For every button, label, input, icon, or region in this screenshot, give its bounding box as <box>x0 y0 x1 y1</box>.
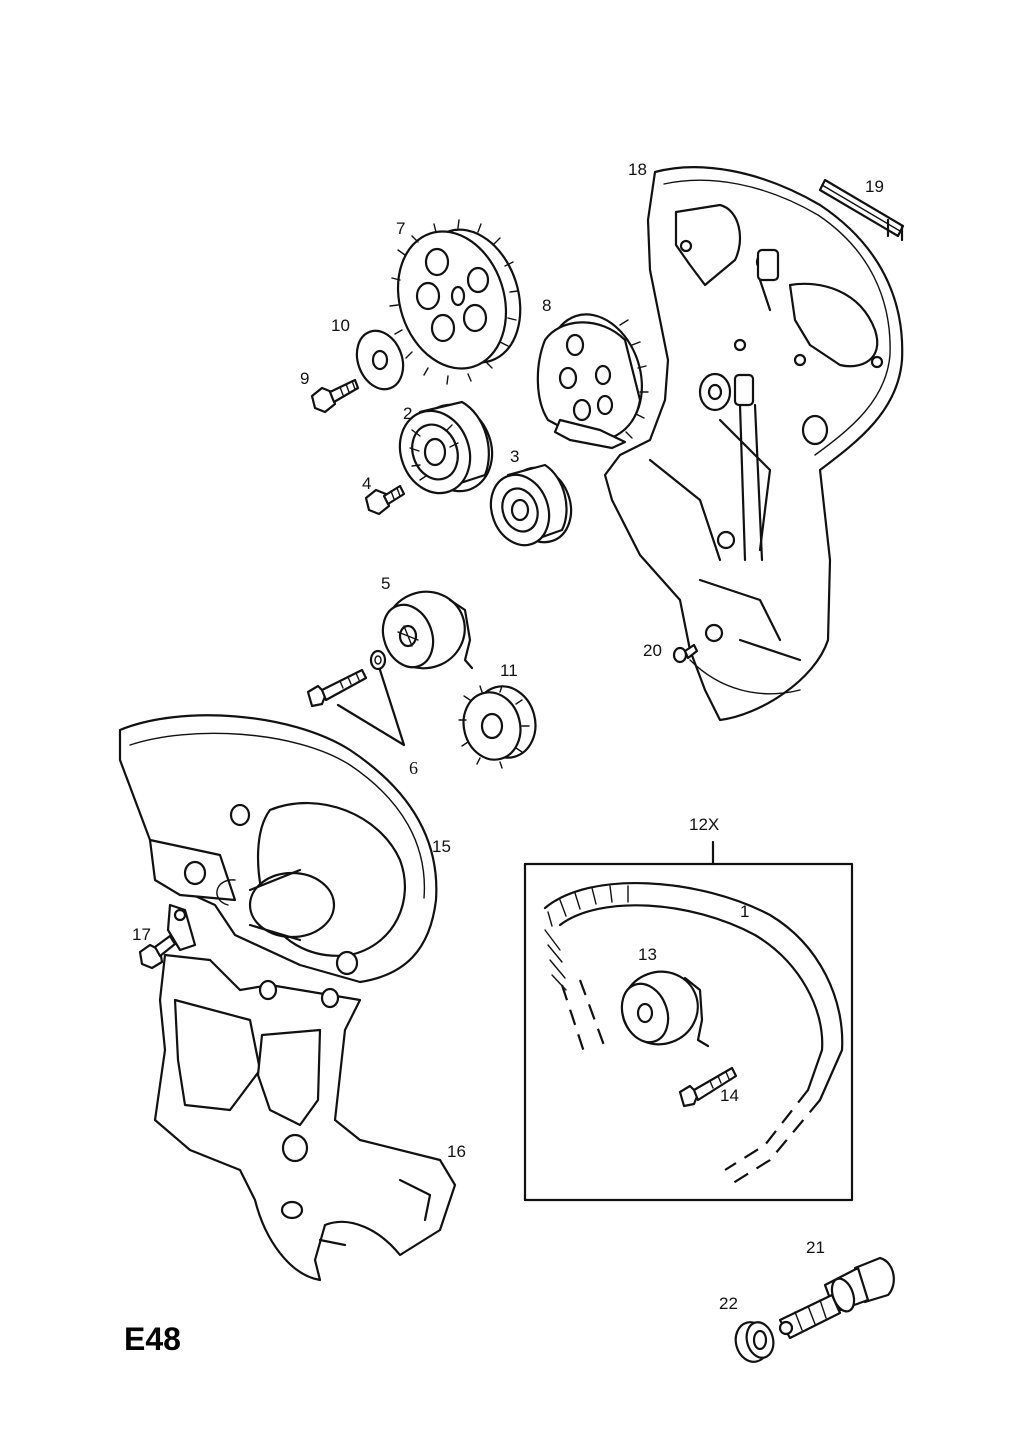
callout-21: 21 <box>806 1238 825 1257</box>
callout-19: 19 <box>865 177 884 196</box>
part-4-bolt <box>364 484 406 516</box>
part-21-sensor <box>778 1256 895 1340</box>
part-1-timing-belt <box>543 882 844 1186</box>
part-22-seal-ring <box>734 1321 775 1363</box>
callout-17: 17 <box>132 925 151 944</box>
page-code-label: E48 <box>124 1321 181 1357</box>
part-9-bolt <box>310 378 360 414</box>
callout-14: 14 <box>720 1086 739 1105</box>
part-19-seal-strip <box>818 178 905 242</box>
part-17-bolt <box>138 934 177 970</box>
callout-12x: 12X <box>689 815 719 834</box>
kit-12x-box <box>523 840 854 1202</box>
part-2-idler-pulley <box>398 400 494 495</box>
callout-2: 2 <box>403 404 412 423</box>
callout-18: 18 <box>628 160 647 179</box>
callout-7: 7 <box>396 219 405 238</box>
callout-8: 8 <box>542 296 551 315</box>
part-20-bolt <box>672 643 699 664</box>
part-14-bolt <box>678 1066 738 1108</box>
part-15-front-cover <box>118 714 438 984</box>
part-13-tensioner <box>620 970 710 1048</box>
callout-11: 11 <box>500 661 518 680</box>
callout-5: 5 <box>381 574 390 593</box>
callout-22: 22 <box>719 1294 738 1313</box>
callout-16: 16 <box>447 1142 466 1161</box>
callout-20: 20 <box>643 641 662 660</box>
callout-10: 10 <box>331 316 350 335</box>
part-6-bolt-and-washer <box>306 649 406 747</box>
part-5-tensioner <box>381 590 474 670</box>
part-16-lower-cover <box>153 903 457 1282</box>
callout-3: 3 <box>510 447 519 466</box>
part-10-washer <box>355 329 405 391</box>
callout-1: 1 <box>740 902 749 921</box>
part-7-camshaft-sprocket <box>389 219 522 385</box>
callout-9: 9 <box>300 369 309 388</box>
part-8-camshaft-sprocket <box>536 313 649 450</box>
part-18-rear-cover <box>603 166 904 722</box>
callout-15: 15 <box>432 837 451 856</box>
part-11-crankshaft-sprocket <box>458 685 537 769</box>
callout-6: 6 <box>409 758 418 778</box>
callout-13: 13 <box>638 945 657 964</box>
callout-4: 4 <box>362 474 371 493</box>
part-3-idler-pulley <box>489 463 573 547</box>
